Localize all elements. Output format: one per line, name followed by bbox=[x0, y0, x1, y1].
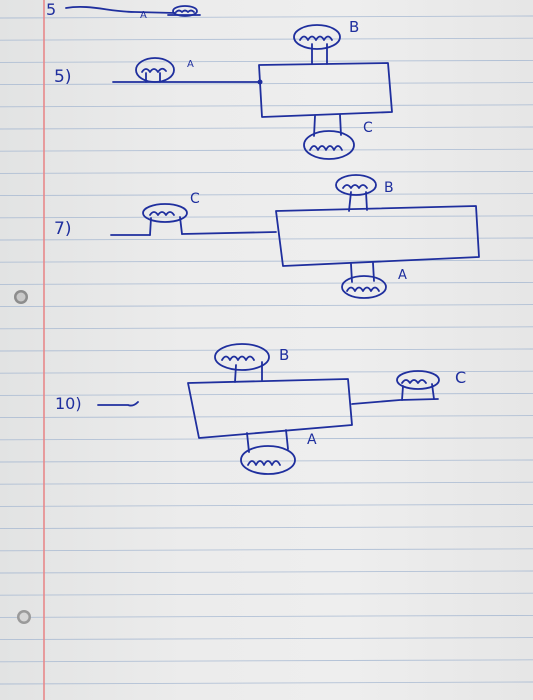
label-b: B bbox=[349, 18, 359, 36]
rule-line bbox=[0, 370, 533, 374]
problem-number: 7) bbox=[54, 219, 71, 239]
lead-wire bbox=[351, 398, 439, 405]
rule-line bbox=[0, 82, 533, 86]
label-a: A bbox=[398, 268, 407, 283]
label-b: B bbox=[279, 346, 289, 364]
mushroom-scribble bbox=[141, 67, 167, 83]
label-c: C bbox=[190, 191, 200, 207]
mushroom-scribble bbox=[309, 145, 343, 151]
mushroom-cap bbox=[335, 174, 377, 196]
rule-line bbox=[0, 59, 533, 63]
mushroom-scribble bbox=[247, 460, 281, 466]
rule-line bbox=[0, 592, 533, 596]
rule-line bbox=[0, 548, 533, 552]
mushroom-scribble bbox=[401, 379, 435, 401]
mushroom-scribble bbox=[221, 355, 263, 383]
rule-line bbox=[0, 570, 533, 574]
problem-10: 10) B A C bbox=[55, 343, 466, 475]
rule-line bbox=[0, 104, 533, 108]
rule-line bbox=[0, 170, 533, 174]
rule-line bbox=[0, 681, 533, 685]
beam-body bbox=[187, 378, 353, 439]
mushroom-cap bbox=[240, 445, 296, 475]
rule-line bbox=[0, 126, 533, 130]
lead-wire bbox=[97, 401, 139, 407]
mushroom-stem bbox=[246, 429, 289, 453]
problem-number: 5) bbox=[54, 67, 71, 87]
rule-line bbox=[0, 281, 533, 285]
mushroom-cap bbox=[214, 343, 270, 371]
mushroom-stem bbox=[350, 262, 375, 283]
rule-line bbox=[0, 481, 533, 485]
rule-line bbox=[0, 37, 533, 41]
rule-line bbox=[0, 304, 533, 308]
beam-body bbox=[258, 62, 393, 118]
rule-line bbox=[0, 259, 533, 263]
rule-line bbox=[0, 437, 533, 441]
rule-line bbox=[0, 193, 533, 197]
mushroom-scribble bbox=[175, 9, 195, 13]
mushroom-cap bbox=[142, 203, 188, 223]
mushroom-cap bbox=[135, 57, 175, 83]
label-a: A bbox=[140, 10, 147, 21]
rule-line bbox=[0, 237, 533, 241]
binder-hole-inner bbox=[19, 612, 29, 622]
problem-partial: 5 A bbox=[46, 0, 201, 21]
rule-line bbox=[0, 348, 533, 352]
beam-body bbox=[275, 205, 480, 267]
rule-line bbox=[0, 415, 533, 419]
rule-line bbox=[0, 326, 533, 330]
rule-line bbox=[0, 637, 533, 641]
junction-dot bbox=[257, 79, 263, 85]
mushroom-cap bbox=[396, 370, 440, 390]
label-c: C bbox=[363, 120, 373, 136]
label-c: C bbox=[455, 368, 466, 387]
problem-7: 7) C B A bbox=[54, 174, 480, 299]
label-a: A bbox=[307, 432, 317, 448]
rule-line bbox=[0, 659, 533, 663]
rule-line bbox=[0, 15, 533, 19]
lead-wire bbox=[110, 231, 277, 236]
mushroom-scribble bbox=[299, 35, 333, 65]
lead-wire bbox=[65, 5, 176, 14]
label-b: B bbox=[384, 180, 394, 196]
mushroom-cap bbox=[172, 5, 198, 17]
mushroom-stem bbox=[313, 114, 342, 137]
rule-line bbox=[0, 526, 533, 530]
rule-line bbox=[0, 215, 533, 219]
rule-line bbox=[0, 148, 533, 152]
problem-number: 10) bbox=[55, 394, 82, 413]
problem-number: 5 bbox=[46, 0, 56, 19]
rule-line bbox=[0, 614, 533, 618]
mushroom-cap bbox=[341, 275, 387, 299]
rule-line bbox=[0, 392, 533, 396]
mushroom-cap bbox=[293, 24, 341, 50]
mushroom-scribble bbox=[346, 286, 380, 292]
mushroom-scribble bbox=[342, 184, 368, 212]
ruled-lines bbox=[0, 15, 533, 685]
mushroom-cap bbox=[303, 130, 355, 160]
binder-hole-inner bbox=[16, 292, 26, 302]
mushroom-scribble bbox=[149, 211, 183, 236]
label-a: A bbox=[187, 59, 194, 70]
problem-5: 5) A B C bbox=[54, 18, 393, 160]
rule-line bbox=[0, 503, 533, 507]
